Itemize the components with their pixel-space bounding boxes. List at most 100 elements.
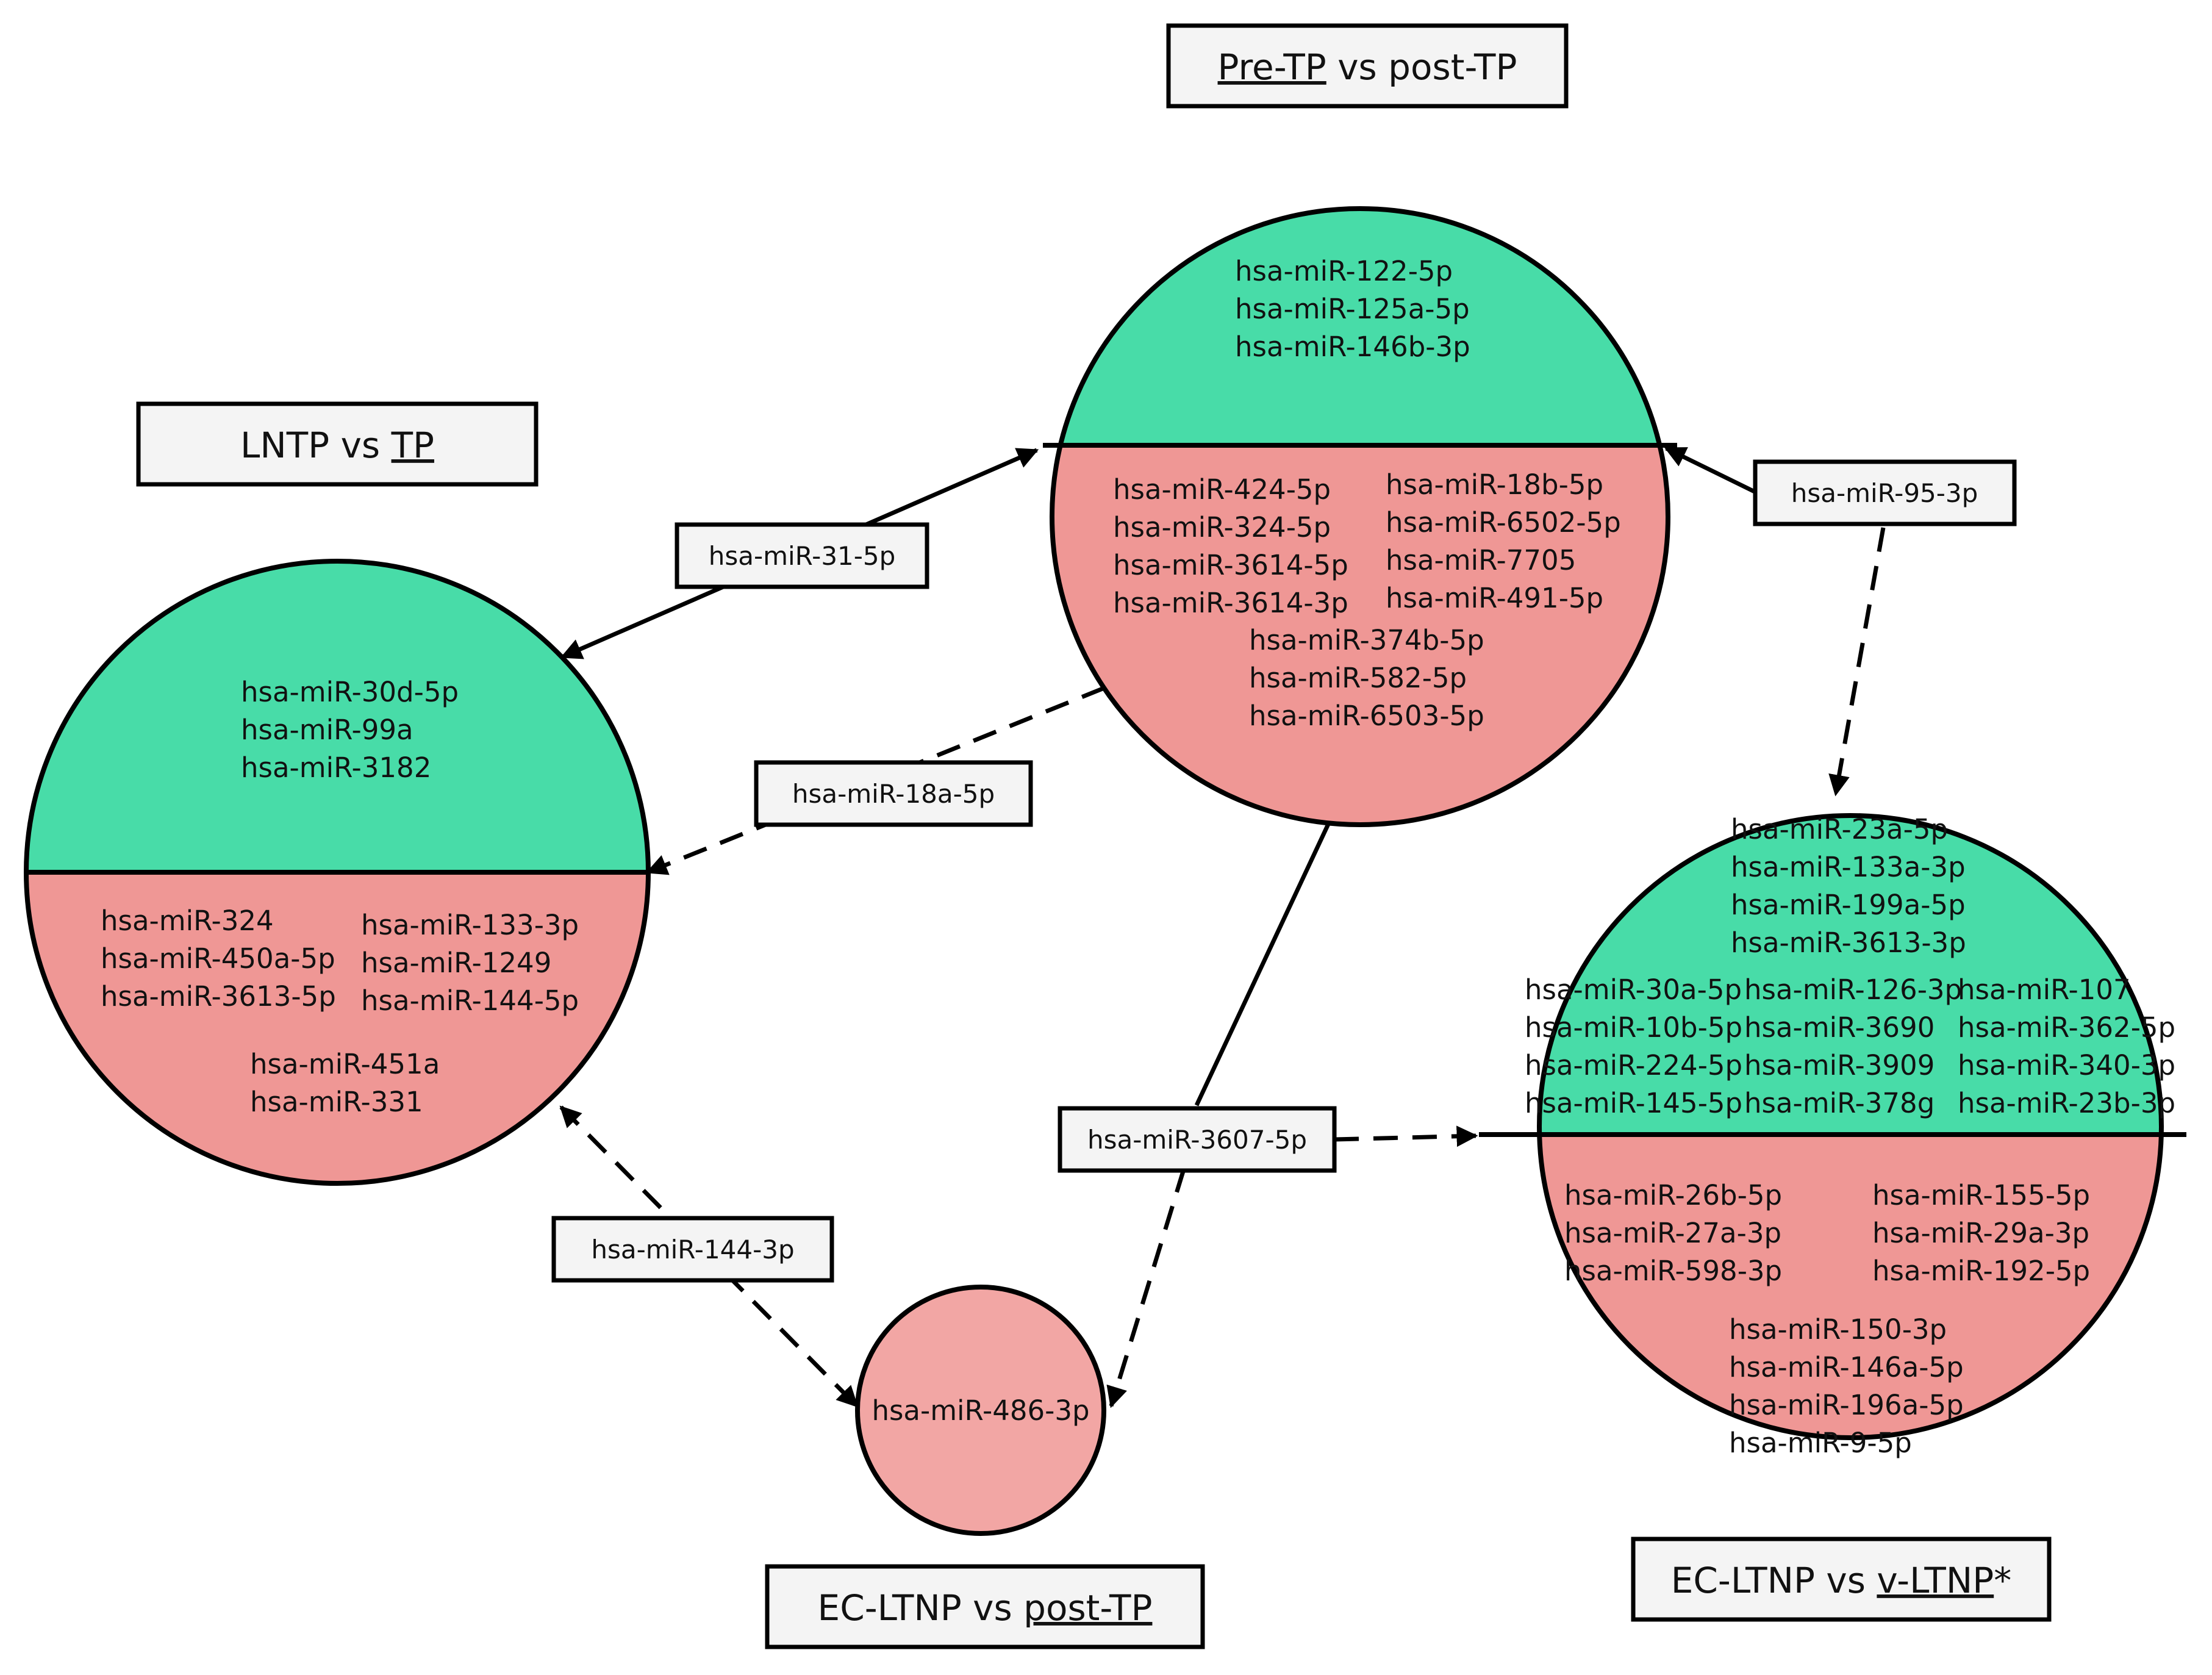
mirna-label: hsa-miR-324 — [101, 905, 274, 937]
mirna-label: hsa-miR-362-5p — [1958, 1011, 2175, 1044]
edge-label-mir95: hsa-miR-95-3p — [1753, 459, 2017, 526]
mirna-label: hsa-miR-26b-5p — [1564, 1179, 1782, 1211]
title-text: EC-LTNP vs post-TP — [818, 1587, 1153, 1629]
mirna-label: hsa-miR-18b-5p — [1386, 468, 1603, 501]
mirna-label: hsa-miR-107 — [1958, 974, 2131, 1006]
title-text: LNTP vs TP — [240, 425, 434, 466]
mirna-label: hsa-miR-122-5p — [1235, 255, 1453, 287]
pre-tp-up-list: hsa-miR-122-5p hsa-miR-125a-5p hsa-miR-1… — [1235, 255, 1470, 363]
edge-label-text: hsa-miR-144-3p — [591, 1235, 794, 1264]
mirna-label: hsa-miR-3613-5p — [101, 980, 336, 1013]
title-part: LNTP vs — [240, 425, 392, 466]
mirna-label: hsa-miR-451a — [250, 1048, 440, 1080]
title-underlined-part: v-LTNP — [1877, 1560, 1994, 1601]
edge-label-mir144: hsa-miR-144-3p — [551, 1216, 834, 1283]
edge-mir95-pre-tp — [1664, 446, 1761, 497]
mirna-label: hsa-miR-30d-5p — [241, 676, 459, 708]
title-part: vs post-TP — [1326, 46, 1517, 88]
mirna-label: hsa-miR-192-5p — [1872, 1255, 2090, 1287]
edge-mir95-ec-v — [1828, 527, 1886, 797]
mirna-label: hsa-miR-196a-5p — [1729, 1389, 1964, 1421]
mirna-label: hsa-miR-27a-3p — [1564, 1217, 1781, 1249]
mirna-label: hsa-miR-324-5p — [1113, 511, 1331, 543]
mirna-label: hsa-miR-598-3p — [1564, 1255, 1782, 1287]
circle-outline — [1537, 813, 2164, 1440]
mirna-label: hsa-miR-486-3p — [872, 1394, 1089, 1427]
mirna-label: hsa-miR-23b-3p — [1958, 1087, 2175, 1119]
mirna-label: hsa-miR-491-5p — [1386, 582, 1603, 614]
mirna-label: hsa-miR-144-5p — [361, 985, 579, 1017]
lntp-down-list: hsa-miR-324 hsa-miR-450a-5p hsa-miR-3613… — [101, 905, 579, 1118]
edge-label-mir18a: hsa-miR-18a-5p — [754, 760, 1033, 827]
mirna-label: hsa-miR-146b-3p — [1235, 331, 1470, 363]
edge-label-mir31: hsa-miR-31-5p — [675, 522, 929, 589]
mirna-label: hsa-miR-340-3p — [1958, 1049, 2175, 1081]
mirna-label: hsa-miR-126-3p — [1744, 974, 1962, 1006]
edge-lntp-pre-tp-dashed — [645, 675, 1131, 875]
mirna-label: hsa-miR-10b-5p — [1525, 1011, 1742, 1044]
mirna-label: hsa-miR-224-5p — [1525, 1049, 1742, 1081]
title-lntp-tp: LNTP vs TP — [136, 401, 539, 487]
mirna-label: hsa-miR-378g — [1744, 1087, 1935, 1119]
mirna-label: hsa-miR-9-5p — [1729, 1427, 1912, 1459]
node-ec-post: hsa-miR-486-3p — [855, 1285, 1106, 1536]
edge-label-text: hsa-miR-31-5p — [709, 541, 896, 571]
mirna-label: hsa-miR-23a-5p — [1731, 813, 1948, 845]
circle-outline — [1050, 206, 1670, 827]
mirna-label: hsa-miR-1249 — [361, 947, 551, 979]
title-underlined-part: TP — [391, 425, 434, 466]
mirna-label: hsa-miR-29a-3p — [1872, 1217, 2089, 1249]
mirna-label: hsa-miR-450a-5p — [101, 942, 335, 975]
title-part: EC-LTNP vs — [818, 1587, 1024, 1629]
mirna-label: hsa-miR-6503-5p — [1249, 700, 1484, 732]
lntp-up-list: hsa-miR-30d-5p hsa-miR-99a hsa-miR-3182 — [241, 676, 459, 784]
title-part: * — [1994, 1560, 2011, 1601]
mirna-label: hsa-miR-3909 — [1744, 1049, 1935, 1081]
mirna-label: hsa-miR-3614-5p — [1113, 549, 1348, 581]
node-pre-tp: hsa-miR-122-5p hsa-miR-125a-5p hsa-miR-1… — [1043, 206, 1677, 827]
mirna-label: hsa-miR-99a — [241, 714, 413, 746]
mirna-label: hsa-miR-133-3p — [361, 909, 579, 941]
title-text: Pre-TP vs post-TP — [1218, 46, 1517, 88]
mirna-label: hsa-miR-374b-5p — [1249, 624, 1484, 656]
mirna-label: hsa-miR-145-5p — [1525, 1087, 1742, 1119]
mirna-label: hsa-miR-3182 — [241, 751, 431, 784]
mirna-label: hsa-miR-424-5p — [1113, 473, 1331, 506]
mirna-label: hsa-miR-3690 — [1744, 1011, 1935, 1044]
circle-outline — [24, 559, 651, 1186]
edge-mir3607-ec-v — [1334, 1125, 1478, 1147]
mirna-label: hsa-miR-150-3p — [1729, 1313, 1947, 1346]
pre-tp-down-list: hsa-miR-424-5p hsa-miR-324-5p hsa-miR-36… — [1113, 468, 1621, 732]
mirna-label: hsa-miR-582-5p — [1249, 662, 1467, 694]
ec-v-down-list: hsa-miR-26b-5p hsa-miR-27a-3p hsa-miR-59… — [1564, 1179, 2090, 1459]
mirna-label: hsa-miR-6502-5p — [1386, 506, 1621, 539]
mirna-label: hsa-miR-3614-3p — [1113, 587, 1348, 619]
edge-label-mir3607: hsa-miR-3607-5p — [1058, 1106, 1337, 1173]
mirna-label: hsa-miR-30a-5p — [1525, 974, 1742, 1006]
mirna-label: hsa-miR-199a-5p — [1731, 889, 1966, 921]
mirna-label: hsa-miR-125a-5p — [1235, 293, 1470, 325]
node-lntp: hsa-miR-30d-5p hsa-miR-99a hsa-miR-3182 … — [24, 559, 651, 1186]
title-pre-tp: Pre-TP vs post-TP — [1166, 23, 1569, 109]
ec-v-up-list: hsa-miR-23a-5p hsa-miR-133a-3p hsa-miR-1… — [1525, 813, 2175, 1119]
circle-outline — [855, 1285, 1106, 1536]
title-part: EC-LTNP vs — [1671, 1560, 1877, 1601]
down-region — [857, 1287, 1104, 1533]
mirna-label: hsa-miR-146a-5p — [1729, 1351, 1964, 1383]
title-text: EC-LTNP vs v-LTNP* — [1671, 1560, 2011, 1601]
title-underlined-part: post-TP — [1023, 1587, 1152, 1629]
edge-label-text: hsa-miR-95-3p — [1791, 478, 1978, 508]
mirna-label: hsa-miR-155-5p — [1872, 1179, 2090, 1211]
edge-label-text: hsa-miR-3607-5p — [1087, 1125, 1307, 1155]
edge-ec-post-pre-tp — [1194, 773, 1353, 1107]
edge-mir3607-ec-post — [1106, 1130, 1198, 1408]
mirna-label: hsa-miR-133a-3p — [1731, 851, 1966, 883]
mirna-label: hsa-miR-7705 — [1386, 544, 1576, 576]
edge-label-text: hsa-miR-18a-5p — [792, 779, 995, 809]
node-ec-v: hsa-miR-23a-5p hsa-miR-133a-3p hsa-miR-1… — [1479, 813, 2186, 1459]
title-ec-v: EC-LTNP vs v-LTNP* — [1631, 1537, 2052, 1622]
title-underlined-part: Pre-TP — [1218, 46, 1326, 88]
mirna-label: hsa-miR-3613-3p — [1731, 927, 1966, 959]
mirna-label: hsa-miR-331 — [250, 1086, 423, 1118]
